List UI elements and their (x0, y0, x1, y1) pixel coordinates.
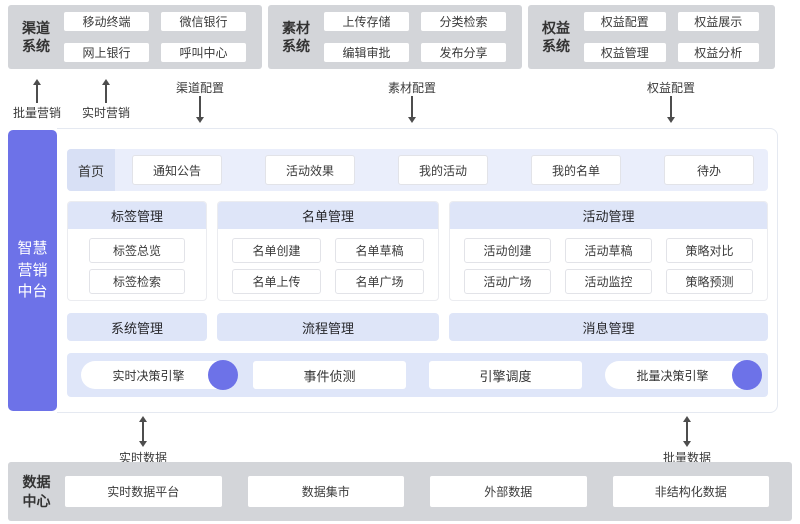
platform-title: 智慧营销中台 (8, 130, 57, 411)
material-system-label-text: 素材系统 (282, 19, 310, 54)
data-center-label-text: 数据中心 (22, 474, 51, 509)
arrow-down-icon (666, 96, 676, 123)
rights-item-display[interactable]: 权益展示 (677, 12, 759, 31)
list-draft-button[interactable]: 名单草稿 (335, 238, 424, 263)
campaign-monitor-button[interactable]: 活动监控 (565, 269, 652, 294)
material-system-items: 上传存储 分类检索 编辑审批 发布分享 (324, 12, 522, 62)
rights-item-manage[interactable]: 权益管理 (584, 43, 666, 62)
channel-system-box: 渠道系统 移动终端 微信银行 网上银行 呼叫中心 (8, 5, 262, 69)
section-campaign-management: 活动管理 活动创建 活动草稿 策略对比 活动广场 活动监控 策略预测 (449, 201, 768, 301)
section-list-management-header: 名单管理 (218, 202, 438, 229)
realtime-data-platform[interactable]: 实时数据平台 (65, 476, 222, 507)
rights-item-config[interactable]: 权益配置 (584, 12, 666, 31)
section-tag-management-header: 标签管理 (68, 202, 206, 229)
data-center-items: 实时数据平台 数据集市 外部数据 非结构化数据 (65, 476, 792, 507)
data-center-box: 数据中心 实时数据平台 数据集市 外部数据 非结构化数据 (8, 462, 792, 521)
arrow-up-icon (32, 79, 42, 103)
engine-dot-icon (208, 360, 238, 390)
section-list-management-body: 名单创建 名单草稿 名单上传 名单广场 (218, 229, 438, 306)
arrow-up-icon (101, 79, 111, 103)
engine-scheduling[interactable]: 引擎调度 (429, 361, 582, 389)
flow-label-channel-config: 渠道配置 (175, 81, 225, 95)
tag-search-button[interactable]: 标签检索 (89, 269, 185, 294)
channel-item-wechat-bank[interactable]: 微信银行 (161, 12, 246, 31)
arrow-updown-icon (138, 416, 148, 447)
list-upload-button[interactable]: 名单上传 (232, 269, 321, 294)
material-item-edit-approve[interactable]: 编辑审批 (324, 43, 409, 62)
home-tab-buttons: 通知公告 活动效果 我的活动 我的名单 待办 (115, 155, 768, 185)
list-create-button[interactable]: 名单创建 (232, 238, 321, 263)
home-item-campaign-effect[interactable]: 活动效果 (265, 155, 355, 185)
strategy-compare-button[interactable]: 策略对比 (666, 238, 753, 263)
flow-label-material-config: 素材配置 (387, 81, 437, 95)
platform-title-text: 智慧营销中台 (17, 239, 48, 301)
unstructured-data[interactable]: 非结构化数据 (612, 476, 769, 507)
section-campaign-management-header: 活动管理 (450, 202, 767, 229)
channel-item-call-center[interactable]: 呼叫中心 (161, 43, 246, 62)
home-item-todo[interactable]: 待办 (664, 155, 754, 185)
realtime-decision-engine-label: 实时决策引擎 (112, 368, 185, 383)
bar-process-management: 流程管理 (217, 313, 439, 341)
rights-system-items: 权益配置 权益展示 权益管理 权益分析 (584, 12, 775, 62)
bar-system-management: 系统管理 (67, 313, 207, 341)
list-plaza-button[interactable]: 名单广场 (335, 269, 424, 294)
home-item-notices[interactable]: 通知公告 (132, 155, 222, 185)
material-item-publish-share[interactable]: 发布分享 (421, 43, 506, 62)
home-item-my-campaigns[interactable]: 我的活动 (398, 155, 488, 185)
home-tabbar: 首页 通知公告 活动效果 我的活动 我的名单 待办 (67, 149, 768, 191)
section-tag-management-body: 标签总览 标签检索 (68, 229, 206, 306)
campaign-create-button[interactable]: 活动创建 (464, 238, 551, 263)
engine-dot-icon (732, 360, 762, 390)
flow-label-batch-marketing: 批量营销 (12, 106, 62, 120)
external-data[interactable]: 外部数据 (430, 476, 587, 507)
channel-system-items: 移动终端 微信银行 网上银行 呼叫中心 (64, 12, 262, 62)
section-campaign-management-body: 活动创建 活动草稿 策略对比 活动广场 活动监控 策略预测 (450, 229, 767, 306)
management-bars: 系统管理 流程管理 消息管理 (67, 313, 768, 341)
strategy-forecast-button[interactable]: 策略预测 (666, 269, 753, 294)
material-item-classify-search[interactable]: 分类检索 (421, 12, 506, 31)
batch-decision-engine[interactable]: 批量决策引擎 (605, 360, 762, 390)
rights-system-label: 权益系统 (528, 19, 584, 55)
arrow-down-icon (407, 96, 417, 123)
engine-strip: 实时决策引擎 事件侦测 引擎调度 批量决策引擎 (67, 353, 768, 397)
flow-label-realtime-marketing: 实时营销 (81, 106, 131, 120)
section-list-management: 名单管理 名单创建 名单草稿 名单上传 名单广场 (217, 201, 439, 301)
rights-system-label-text: 权益系统 (542, 19, 570, 54)
campaign-draft-button[interactable]: 活动草稿 (565, 238, 652, 263)
arrow-updown-icon (682, 416, 692, 447)
material-system-box: 素材系统 上传存储 分类检索 编辑审批 发布分享 (268, 5, 522, 69)
platform-body: 首页 通知公告 活动效果 我的活动 我的名单 待办 标签管理 标签总览 标签检索 (57, 128, 778, 413)
realtime-decision-engine[interactable]: 实时决策引擎 (81, 360, 238, 390)
arrow-down-icon (195, 96, 205, 123)
rights-item-analyze[interactable]: 权益分析 (677, 43, 759, 62)
channel-item-online-bank[interactable]: 网上银行 (64, 43, 149, 62)
channel-system-label: 渠道系统 (8, 19, 64, 55)
batch-decision-engine-label: 批量决策引擎 (636, 368, 709, 383)
section-tag-management: 标签管理 标签总览 标签检索 (67, 201, 207, 301)
tab-home[interactable]: 首页 (67, 149, 115, 191)
top-systems-row: 渠道系统 移动终端 微信银行 网上银行 呼叫中心 素材系统 上传存储 分类检索 … (8, 5, 775, 69)
channel-system-label-text: 渠道系统 (22, 19, 50, 54)
flow-label-rights-config: 权益配置 (646, 81, 696, 95)
bar-message-management: 消息管理 (449, 313, 768, 341)
rights-system-box: 权益系统 权益配置 权益展示 权益管理 权益分析 (528, 5, 775, 69)
event-detection[interactable]: 事件侦测 (253, 361, 406, 389)
smart-marketing-platform: 智慧营销中台 首页 通知公告 活动效果 我的活动 我的名单 待办 标签管理 标签… (8, 128, 778, 413)
material-system-label: 素材系统 (268, 19, 324, 55)
flow-label-realtime-data: 实时数据 (118, 451, 168, 465)
module-sections: 标签管理 标签总览 标签检索 名单管理 名单创建 名单草稿 名单上传 名单广场 (67, 201, 768, 301)
channel-item-mobile[interactable]: 移动终端 (64, 12, 149, 31)
tag-overview-button[interactable]: 标签总览 (89, 238, 185, 263)
campaign-plaza-button[interactable]: 活动广场 (464, 269, 551, 294)
data-mart[interactable]: 数据集市 (247, 476, 404, 507)
data-center-label: 数据中心 (8, 473, 65, 509)
flow-label-batch-data: 批量数据 (662, 451, 712, 465)
material-item-upload-store[interactable]: 上传存储 (324, 12, 409, 31)
home-item-my-lists[interactable]: 我的名单 (531, 155, 621, 185)
